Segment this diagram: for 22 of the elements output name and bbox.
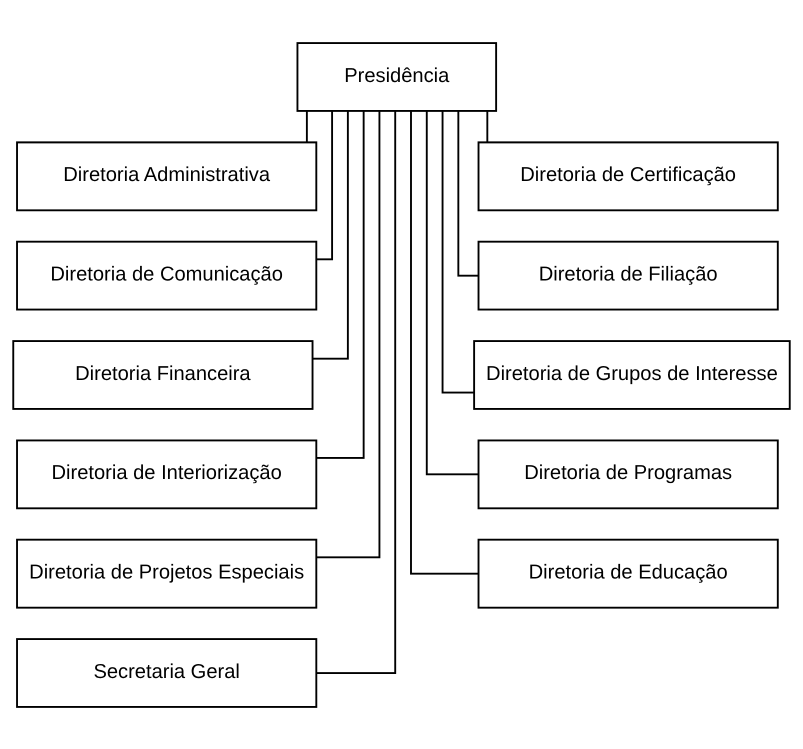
node-box: Diretoria de Grupos de Interesse (473, 340, 791, 410)
connector (410, 110, 479, 574)
node-box: Secretaria Geral (16, 638, 318, 708)
connector (316, 110, 380, 558)
node-box: Presidência (296, 42, 498, 112)
connector (486, 110, 488, 142)
node-box: Diretoria de Comunicação (16, 240, 318, 310)
connector (316, 110, 396, 674)
connector (312, 110, 349, 360)
node-box: Diretoria de Filiação (478, 240, 779, 310)
node-box: Diretoria de Certificação (478, 140, 779, 211)
connector (426, 110, 478, 475)
connector (442, 110, 474, 394)
node-box: Diretoria de Interiorização (16, 438, 318, 509)
node-box: Diretoria de Educação (478, 538, 779, 608)
node-box: Diretoria de Projetos Especiais (16, 538, 318, 608)
node-box: Diretoria Financeira (12, 340, 314, 410)
node-box: Diretoria Administrativa (16, 140, 318, 211)
connector (306, 110, 308, 142)
connector (316, 110, 365, 458)
connector (457, 110, 478, 276)
node-box: Diretoria de Programas (478, 438, 779, 509)
